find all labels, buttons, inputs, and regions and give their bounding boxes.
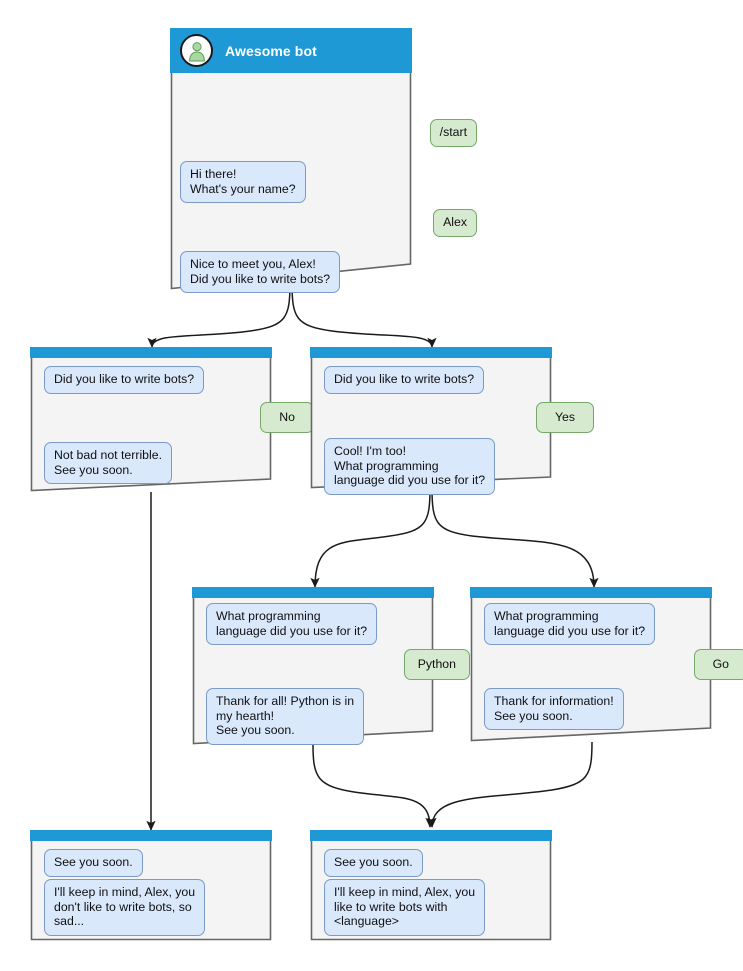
chat-node-python-branch[interactable]: What programming language did you use fo… bbox=[192, 587, 470, 745]
message-bubble-bot[interactable]: See you soon. bbox=[44, 849, 143, 877]
message-bubble-bot[interactable]: What programming language did you use fo… bbox=[484, 603, 656, 646]
chat-node-end-happy[interactable]: See you soon. I'll keep in mind, Alex, y… bbox=[310, 830, 552, 941]
node-header bbox=[470, 587, 712, 598]
bot-title: Awesome bot bbox=[225, 42, 317, 59]
message-bubble-user[interactable]: Python bbox=[403, 649, 470, 680]
chat-node-root[interactable]: Awesome bot /start Hi there! What's your… bbox=[170, 28, 477, 294]
node-header bbox=[30, 347, 272, 358]
chat-area: What programming language did you use fo… bbox=[192, 598, 470, 745]
message-bubble-bot[interactable]: See you soon. bbox=[324, 849, 423, 877]
chat-area: Did you like to write bots? Yes Cool! I'… bbox=[310, 358, 594, 495]
message-bubble-bot[interactable]: Hi there! What's your name? bbox=[180, 161, 306, 204]
message-bubble-user[interactable]: /start bbox=[429, 119, 477, 147]
node-header bbox=[192, 587, 434, 598]
message-bubble-user[interactable]: Go bbox=[693, 649, 743, 680]
node-header: Awesome bot bbox=[170, 28, 412, 73]
message-bubble-bot[interactable]: I'll keep in mind, Alex, you don't like … bbox=[44, 879, 206, 936]
message-bubble-bot[interactable]: Did you like to write bots? bbox=[44, 366, 205, 394]
edge-python-to-end-happy bbox=[312, 744, 435, 828]
node-header bbox=[30, 830, 272, 841]
message-bubble-bot[interactable]: Nice to meet you, Alex! Did you like to … bbox=[180, 251, 341, 294]
message-bubble-user[interactable]: Alex bbox=[433, 209, 477, 237]
message-bubble-user[interactable]: No bbox=[260, 402, 314, 433]
chat-area: /start Hi there! What's your name? Alex … bbox=[170, 73, 477, 294]
chat-area: See you soon. I'll keep in mind, Alex, y… bbox=[310, 841, 552, 941]
node-header bbox=[310, 347, 552, 358]
chat-node-no-branch[interactable]: Did you like to write bots? No Not bad n… bbox=[30, 347, 314, 492]
chat-node-go-branch[interactable]: What programming language did you use fo… bbox=[470, 587, 743, 742]
person-avatar-icon bbox=[180, 34, 213, 67]
chat-area: What programming language did you use fo… bbox=[470, 598, 743, 742]
node-header bbox=[310, 830, 552, 841]
edge-yes-to-go bbox=[431, 487, 599, 588]
message-bubble-bot[interactable]: What programming language did you use fo… bbox=[206, 603, 378, 646]
chat-area: See you soon. I'll keep in mind, Alex, y… bbox=[30, 841, 272, 941]
edge-go-to-end-happy bbox=[427, 741, 593, 828]
chat-node-yes-branch[interactable]: Did you like to write bots? Yes Cool! I'… bbox=[310, 347, 594, 495]
message-bubble-bot[interactable]: Thank for all! Python is in my hearth! S… bbox=[206, 688, 365, 745]
message-bubble-bot[interactable]: Cool! I'm too! What programming language… bbox=[324, 438, 496, 495]
message-bubble-bot[interactable]: Thank for information! See you soon. bbox=[484, 688, 624, 731]
edge-yes-to-python bbox=[310, 487, 431, 588]
message-bubble-bot[interactable]: Not bad not terrible. See you soon. bbox=[44, 442, 173, 485]
message-bubble-bot[interactable]: Did you like to write bots? bbox=[324, 366, 485, 394]
message-bubble-user[interactable]: Yes bbox=[535, 402, 594, 433]
chat-node-end-sad[interactable]: See you soon. I'll keep in mind, Alex, y… bbox=[30, 830, 272, 941]
message-bubble-bot[interactable]: I'll keep in mind, Alex, you like to wri… bbox=[324, 879, 486, 936]
chat-area: Did you like to write bots? No Not bad n… bbox=[30, 358, 314, 492]
